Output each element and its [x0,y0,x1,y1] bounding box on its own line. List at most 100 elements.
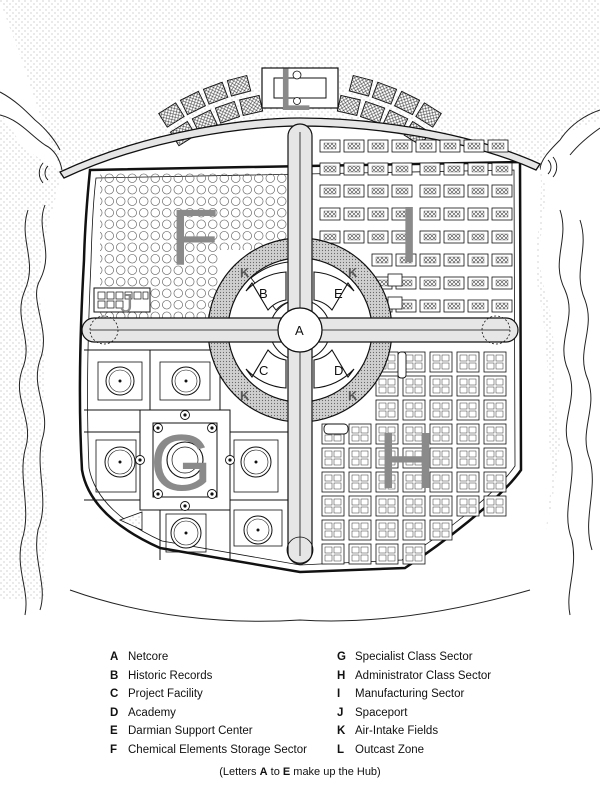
river-lines [18,204,593,622]
outcast-panel [348,74,374,97]
outcast-panel [415,102,442,128]
administrator-block [321,447,345,469]
administrator-block [375,543,399,565]
legend-key: D [110,706,119,719]
administrator-block [402,447,426,469]
hub-label-a: A [295,323,304,338]
administrator-block [402,471,426,493]
legend-item: L Outcast Zone [337,741,577,760]
legend-label: Air-Intake Fields [355,725,439,737]
outcast-zone-building [261,67,339,109]
outcast-panel [239,94,264,117]
outcast-panel [226,74,252,97]
legend-item: B Historic Records [110,667,350,686]
administrator-block [402,495,426,517]
administrator-block [348,447,372,469]
administrator-block [483,447,507,469]
legend-key: C [110,688,119,700]
administrator-block [456,351,480,373]
legend-key: K [337,725,346,737]
administrator-block [348,471,372,493]
administrator-block [456,495,480,517]
spaceport [93,287,151,313]
administrator-block [348,543,372,565]
main-roads [81,123,519,565]
outcast-panel [359,100,386,124]
region-label-g: G [150,418,212,507]
specialist-sector [84,349,290,560]
administrator-block [321,495,345,517]
administrator-block [375,447,399,469]
legend-label: Manufacturing Sector [355,688,465,700]
legend-item: J Spaceport [337,704,577,723]
legend-label: Administrator Class Sector [355,669,492,682]
administrator-block [402,399,426,421]
legend-item: H Administrator Class Sector [337,667,577,686]
legend-key: B [110,669,119,682]
hub-label-b: B [259,286,268,301]
administrator-block [429,471,453,493]
administrator-block [456,447,480,469]
legend-label: Netcore [128,651,169,663]
administrator-block [321,471,345,493]
administrator-block [375,423,399,445]
legend-key: I [337,688,341,700]
administrator-block [402,375,426,397]
administrator-block [348,495,372,517]
legend-key: J [337,706,344,719]
outcast-panel [393,90,421,116]
administrator-block [348,519,372,541]
outcast-panel [336,94,361,117]
legend-key: L [337,743,345,756]
administrator-block [483,495,507,517]
administrator-block [429,375,453,397]
administrator-block [402,519,426,541]
administrator-block [429,495,453,517]
region-label-l: L [278,56,311,123]
administrator-block [456,399,480,421]
legend-item: I Manufacturing Sector [337,685,577,704]
administrator-block [375,399,399,421]
legend-label: Outcast Zone [355,743,425,756]
hub-label-c: C [259,363,268,378]
administrator-block [456,375,480,397]
administrator-block [429,351,453,373]
hub-label-e: E [334,286,343,301]
legend-label: Academy [128,706,176,719]
legend-label: Historic Records [128,669,213,682]
administrator-block [429,519,453,541]
hub-label-d: D [334,363,343,378]
region-label-j: J [120,288,133,318]
administrator-block [456,423,480,445]
administrator-block [483,471,507,493]
region-label-h: H [378,416,436,505]
legend-label: Chemical Elements Storage Sector [128,743,307,756]
administrator-block [483,423,507,445]
legend-item: K Air-Intake Fields [337,722,577,741]
administrator-block [483,375,507,397]
air-intake-label-nw: K [240,265,250,280]
outcast-panel [202,81,229,105]
legend-key: H [337,669,346,682]
administrator-block [321,543,345,565]
outcast-panel [158,102,185,128]
administrator-block [456,471,480,493]
administrator-sector-blocks [321,351,507,565]
outcast-panel [214,100,241,124]
manufacturing-sector-units [319,139,513,313]
legend-item: D Academy [110,704,350,723]
administrator-block [483,399,507,421]
city-map: L F J I H [0,0,600,622]
administrator-block [375,495,399,517]
administrator-block [429,447,453,469]
outcast-panel [371,81,398,105]
administrator-block [375,375,399,397]
legend-label: Spaceport [355,706,408,719]
